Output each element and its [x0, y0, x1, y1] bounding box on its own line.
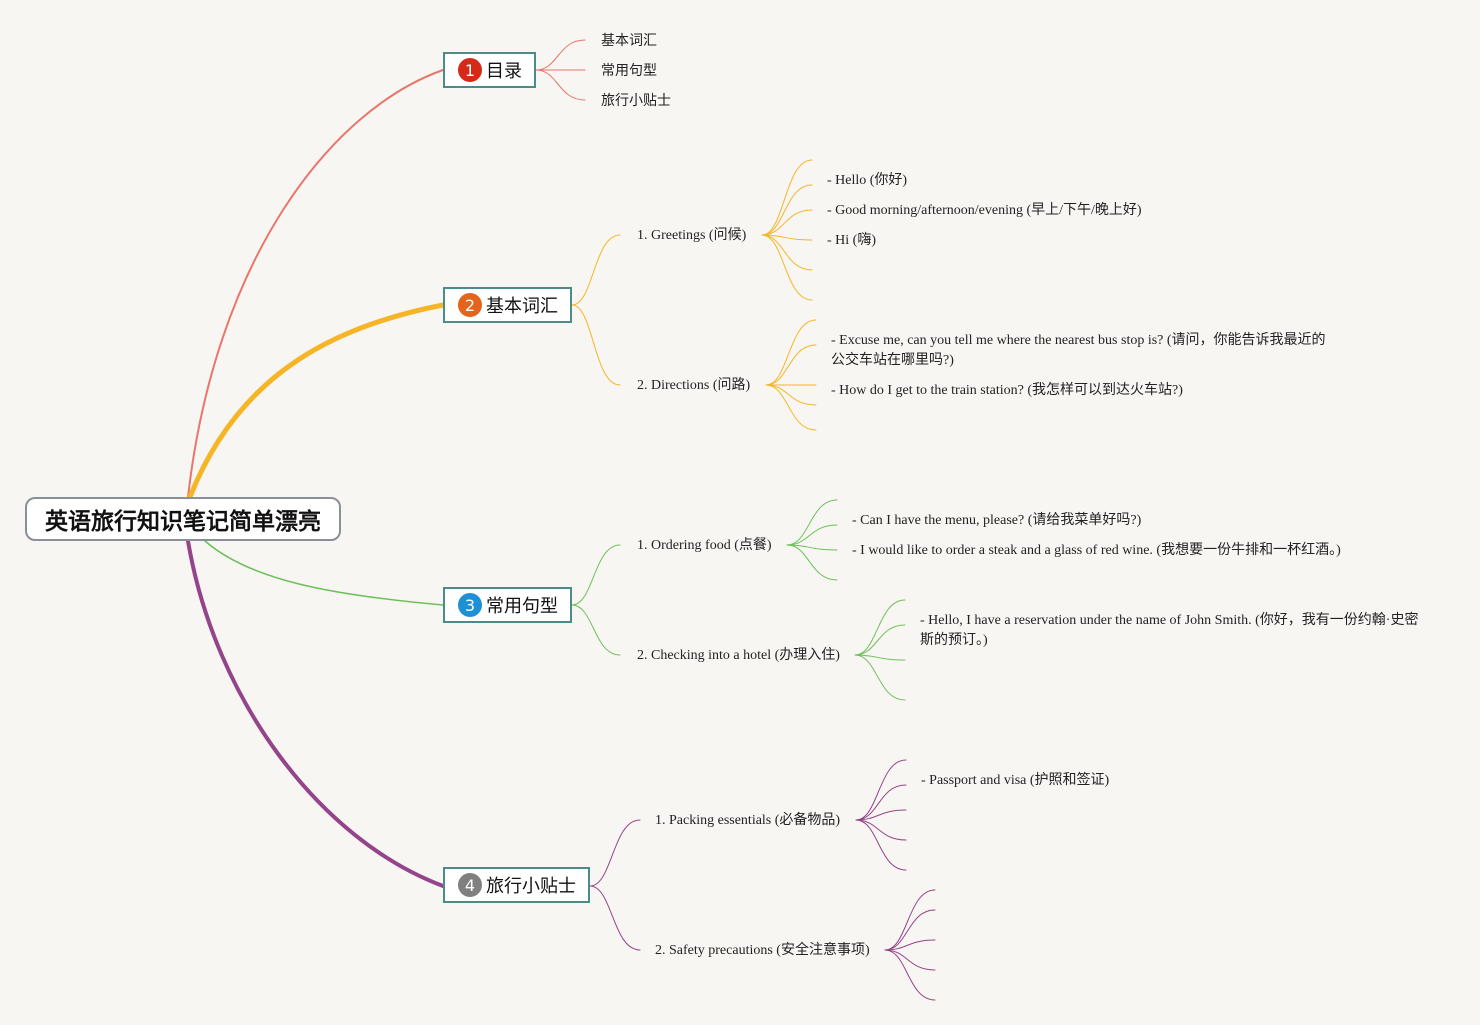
connector-b3-child — [571, 604, 621, 656]
connector-leaf — [761, 159, 813, 236]
subtopic-safety[interactable]: 2. Safety precautions (安全注意事项) — [655, 943, 870, 958]
branch-label: 基本词汇 — [486, 296, 558, 317]
leaf-item[interactable]: - Excuse me, can you tell me where the n… — [831, 333, 1326, 368]
leaf-item[interactable]: - Hello (你好) — [827, 173, 908, 188]
connector-leaf — [854, 654, 906, 661]
branch-label: 常用句型 — [486, 596, 558, 617]
connector-leaf — [854, 599, 906, 656]
connector-root-b4 — [186, 539, 445, 888]
connector-leaf — [884, 909, 936, 951]
connector-b4-child — [589, 819, 641, 887]
connector-leaf — [765, 319, 817, 386]
subtopic-directions[interactable]: 2. Directions (问路) — [637, 378, 751, 393]
leaf-item[interactable]: - Hi (嗨) — [827, 233, 876, 248]
branch-topic-vocabulary[interactable]: 2 基本词汇 — [443, 287, 572, 323]
number-3-badge-icon: 3 — [458, 593, 482, 617]
connector-b2-child — [571, 304, 621, 386]
connector-leaf — [786, 499, 838, 546]
connector-leaf — [884, 889, 936, 951]
leaf-item[interactable]: - Can I have the menu, please? (请给我菜单好吗?… — [852, 513, 1142, 528]
connector-root-b1 — [187, 69, 444, 498]
leaf-item[interactable]: - Hello, I have a reservation under the … — [920, 613, 1419, 648]
connector-leaf — [761, 234, 813, 301]
root-topic[interactable]: 英语旅行知识笔记简单漂亮 — [25, 497, 341, 541]
number-2-badge-icon: 2 — [458, 293, 482, 317]
connector-leaf — [761, 234, 813, 271]
leaf-item[interactable]: - Passport and visa (护照和签证) — [921, 773, 1110, 788]
subtopic-ordering-food[interactable]: 1. Ordering food (点餐) — [637, 538, 772, 553]
connector-leaf — [761, 209, 813, 236]
connector-leaf — [855, 784, 907, 821]
branch-label: 目录 — [486, 61, 522, 82]
connector-leaf — [855, 809, 907, 821]
connector-leaf — [884, 949, 936, 1001]
number-4-badge-icon: 4 — [458, 873, 482, 897]
connector-root-b3 — [204, 540, 444, 606]
connector-b4-child — [589, 885, 641, 951]
branch-label: 旅行小贴士 — [486, 876, 576, 897]
connector-leaf — [855, 819, 907, 871]
connector-leaf — [884, 949, 936, 971]
subtopic[interactable]: 常用句型 — [601, 63, 657, 79]
subtopic-packing[interactable]: 1. Packing essentials (必备物品) — [655, 813, 841, 828]
subtopic[interactable]: 旅行小贴士 — [601, 93, 671, 109]
connector-leaf — [786, 544, 838, 581]
connector-leaf — [855, 819, 907, 841]
connector-b1-child — [535, 39, 586, 71]
branch-topic-contents[interactable]: 1 目录 — [443, 52, 536, 88]
connector-root-b2 — [187, 302, 446, 500]
connector-leaf — [786, 544, 838, 551]
connector-leaf — [765, 344, 817, 386]
connector-leaf — [854, 654, 906, 701]
number-1-badge-icon: 1 — [458, 58, 482, 82]
connector-leaf — [854, 624, 906, 656]
connector-leaf — [761, 184, 813, 236]
subtopic[interactable]: 基本词汇 — [601, 33, 657, 49]
subtopic-greetings[interactable]: 1. Greetings (问候) — [637, 228, 747, 243]
branch-topic-tips[interactable]: 4 旅行小贴士 — [443, 867, 590, 903]
leaf-item[interactable]: - I would like to order a steak and a gl… — [852, 543, 1341, 558]
connector-leaf — [855, 759, 907, 821]
connector-leaf — [884, 939, 936, 951]
connector-leaf — [786, 524, 838, 546]
subtopic-checking-in[interactable]: 2. Checking into a hotel (办理入住) — [637, 648, 840, 663]
connector-b1-child — [535, 69, 586, 101]
connector-b2-child — [571, 234, 621, 306]
connector-leaf — [765, 384, 817, 431]
branch-topic-phrases[interactable]: 3 常用句型 — [443, 587, 572, 623]
leaf-item[interactable]: - How do I get to the train station? (我怎… — [831, 383, 1183, 398]
connector-leaf — [765, 384, 817, 406]
leaf-item[interactable]: - Good morning/afternoon/evening (早上/下午/… — [827, 203, 1142, 218]
connector-b3-child — [571, 544, 621, 606]
